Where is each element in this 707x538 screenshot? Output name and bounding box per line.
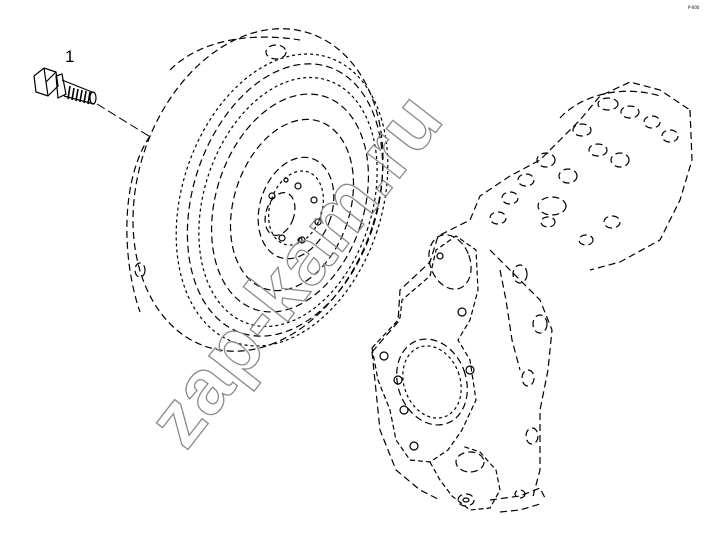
corner-code: P-000 (688, 5, 700, 10)
engine-block-part (371, 81, 693, 513)
leader-line (96, 103, 153, 139)
bolt-part (33, 67, 97, 105)
part-number-label: 1 (65, 47, 74, 66)
flywheel-part (126, 28, 389, 352)
